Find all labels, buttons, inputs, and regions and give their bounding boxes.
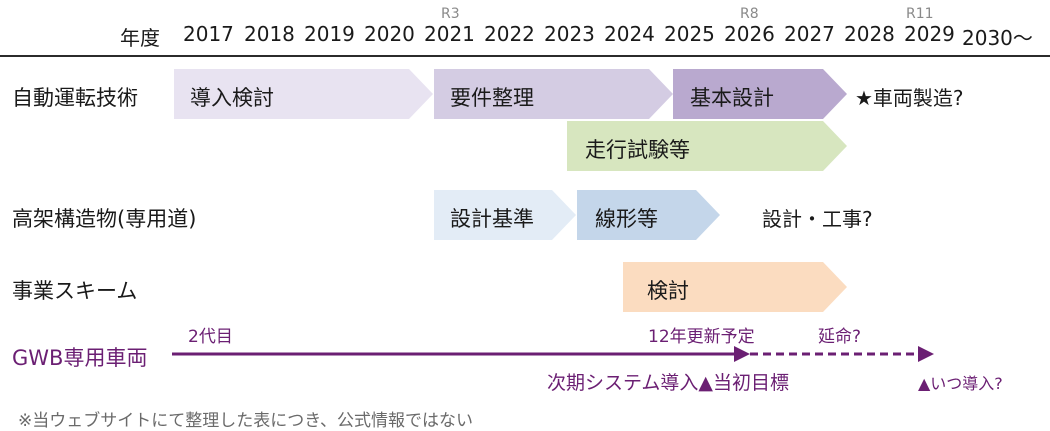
row-label-gwb: GWB専用車両: [12, 346, 148, 370]
year-2018: 2018: [244, 22, 295, 46]
year-2027: 2027: [784, 22, 835, 46]
bar-study: [623, 262, 847, 312]
year-2020: 2020: [364, 22, 415, 46]
row-label-auto-driving: 自動運転技術: [12, 86, 138, 110]
year-2017: 2017: [183, 22, 234, 46]
footnote: ※当ウェブサイトにて整理した表につき、公式情報ではない: [18, 411, 474, 431]
year-2026: 2026: [724, 22, 775, 46]
text-second-gen: 2代目: [188, 327, 233, 347]
bar-label-design-standard: 設計基準: [450, 207, 534, 231]
year-2030: 2030〜: [962, 26, 1033, 50]
era-r3: R3: [441, 6, 460, 22]
bar-alignment: [577, 190, 720, 240]
text-when-intro: ▲いつ導入?: [918, 374, 1003, 393]
era-r8: R8: [740, 6, 759, 22]
year-2024: 2024: [604, 22, 655, 46]
bar-label-alignment: 線形等: [595, 207, 658, 231]
era-r11: R11: [906, 6, 934, 22]
year-2023: 2023: [544, 22, 595, 46]
gwb-arrowhead-1: [734, 346, 750, 362]
year-2022: 2022: [484, 22, 535, 46]
year-2019: 2019: [304, 22, 355, 46]
text-design-construction: 設計・工事?: [762, 207, 873, 231]
row-label-elevated: 高架構造物(専用道): [12, 207, 197, 231]
year-2021: 2021: [424, 22, 475, 46]
bar-intro-study: [174, 69, 433, 119]
bar-running-tests: [567, 121, 847, 171]
text-renewal-plan: 12年更新予定: [648, 327, 755, 347]
bar-label-running-tests: 走行試験等: [585, 138, 690, 162]
text-vehicle-manufacture: ★車両製造?: [855, 86, 964, 110]
bar-design-standard: [434, 190, 576, 240]
bar-label-study: 検討: [647, 279, 689, 303]
header-divider: [0, 55, 1050, 57]
bar-label-intro-study: 導入検討: [190, 86, 274, 110]
bar-label-basic-design: 基本設計: [690, 86, 774, 110]
year-2028: 2028: [844, 22, 895, 46]
bar-basic-design: [673, 69, 847, 119]
year-2029: 2029: [904, 22, 955, 46]
text-life-extension: 延命?: [818, 327, 862, 347]
year-heading: 年度: [120, 26, 160, 50]
text-next-system: 次期システム導入▲当初目標: [547, 372, 790, 394]
bar-requirements: [434, 69, 673, 119]
year-2025: 2025: [664, 22, 715, 46]
gwb-arrowhead-2: [918, 346, 934, 362]
row-label-business: 事業スキーム: [12, 279, 138, 303]
bar-label-requirements: 要件整理: [450, 86, 534, 110]
